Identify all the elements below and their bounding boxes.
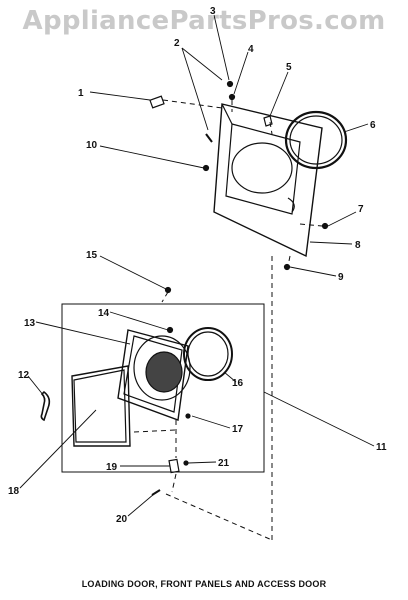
part-9-screw [283,263,291,271]
callout-20: 20 [116,514,128,525]
callout-8: 8 [355,240,361,251]
access-door-assembly-box [61,303,265,473]
callout-4: 4 [248,44,254,55]
part-5-hinge [263,115,273,127]
callout-13: 13 [24,318,36,329]
callout-7: 7 [358,204,364,215]
watermark: AppliancePartsPros.com [22,6,386,36]
part-17-screw [185,413,191,419]
callout-2: 2 [174,38,180,49]
door-latch [168,458,180,474]
front-panel-upper [213,103,323,258]
callout-17: 17 [232,424,244,435]
callout-19: 19 [106,462,118,473]
door-glass-window [133,335,191,401]
callout-10: 10 [86,140,98,151]
callout-18: 18 [8,486,20,497]
access-door-panel [71,365,131,447]
part-10-screw [202,164,210,172]
callout-16: 16 [232,378,244,389]
part-14-screw [166,326,174,334]
door-ring [183,327,233,381]
part-15-screw [164,286,172,294]
part-2-screw [205,133,213,143]
callout-9: 9 [338,272,344,283]
callout-6: 6 [370,120,376,131]
callout-21: 21 [218,458,230,469]
part-3-screw [226,80,234,88]
door-gasket-ring [284,110,348,170]
part-1-clip [149,95,165,109]
callout-15: 15 [86,250,98,261]
callout-12: 12 [18,370,30,381]
callout-1: 1 [78,88,84,99]
diagram-caption: LOADING DOOR, FRONT PANELS AND ACCESS DO… [81,579,327,589]
door-frame [117,329,189,421]
door-handle [40,390,51,422]
callout-11: 11 [376,442,387,453]
part-21-screw [183,460,189,466]
part-7-screw [321,222,329,230]
part-4-screw [228,93,236,101]
callout-labels: 1 2 3 4 5 6 7 8 9 10 11 12 13 14 15 16 1… [8,6,387,525]
callout-5: 5 [286,62,292,73]
callout-3: 3 [210,6,216,17]
callout-14: 14 [98,308,110,319]
